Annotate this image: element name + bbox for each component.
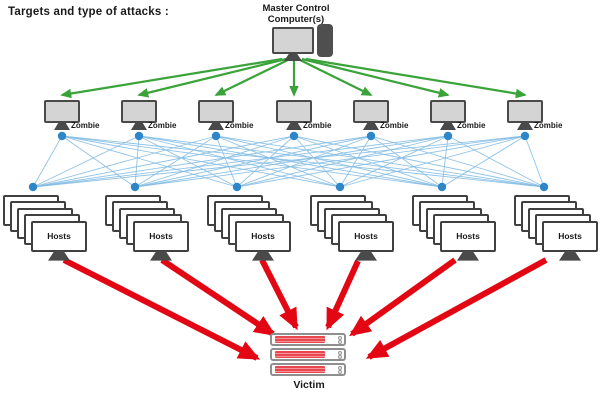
server-led — [338, 340, 342, 344]
zombie-monitor-icon — [44, 100, 80, 123]
host-monitor-icon: Hosts — [235, 220, 291, 252]
host-monitor-stand — [48, 250, 70, 261]
server-panel — [275, 336, 325, 343]
server-unit-icon — [270, 363, 346, 376]
server-led — [338, 365, 342, 370]
diagram-title: Targets and type of attacks : — [8, 6, 169, 18]
master-monitor-icon — [272, 27, 314, 54]
master-control-label: Master Control Computer(s) — [262, 3, 330, 26]
hosts-label: Hosts — [47, 230, 71, 241]
master-tower-icon — [317, 24, 333, 57]
hosts-label: Hosts — [354, 230, 378, 241]
server-panel — [275, 351, 325, 358]
zombie-label: Zombie — [534, 121, 563, 130]
server-panel — [275, 366, 325, 373]
host-monitor-icon: Hosts — [338, 220, 394, 252]
zombie-monitor-stand — [208, 122, 224, 130]
zombie-monitor-stand — [286, 122, 302, 130]
victim-label: Victim — [293, 379, 325, 391]
victim-node: Victim — [270, 333, 348, 391]
zombie-monitor-stand — [440, 122, 456, 130]
zombie-monitor-icon — [198, 100, 234, 123]
zombie-monitor-icon — [276, 100, 312, 123]
zombie-label: Zombie — [380, 121, 409, 130]
host-monitor-icon: Hosts — [31, 220, 87, 252]
zombie-monitor-icon — [353, 100, 389, 123]
zombie-monitor-stand — [131, 122, 147, 130]
host-monitor-stand — [457, 250, 479, 261]
zombie-monitor-icon — [507, 100, 543, 123]
master-monitor-stand — [284, 53, 302, 61]
hosts-label: Hosts — [456, 230, 480, 241]
victim-server-stack — [270, 333, 348, 376]
hosts-label: Hosts — [149, 230, 173, 241]
server-unit-icon — [270, 348, 346, 361]
zombie-monitor-icon — [430, 100, 466, 123]
hosts-label: Hosts — [558, 230, 582, 241]
host-monitor-stand — [252, 250, 274, 261]
hosts-label: Hosts — [251, 230, 275, 241]
zombie-monitor-icon — [121, 100, 157, 123]
host-monitor-icon: Hosts — [133, 220, 189, 252]
zombie-label: Zombie — [71, 121, 100, 130]
server-led — [338, 350, 342, 355]
zombie-monitor-stand — [54, 122, 70, 130]
server-led — [338, 335, 342, 340]
host-monitor-icon: Hosts — [542, 220, 598, 252]
host-monitor-stand — [355, 250, 377, 261]
zombie-label: Zombie — [457, 121, 486, 130]
server-led — [338, 355, 342, 359]
zombie-label: Zombie — [225, 121, 254, 130]
server-led — [338, 370, 342, 374]
zombie-monitor-stand — [363, 122, 379, 130]
host-monitor-icon: Hosts — [440, 220, 496, 252]
zombie-label: Zombie — [303, 121, 332, 130]
server-unit-icon — [270, 333, 346, 346]
zombie-label: Zombie — [148, 121, 177, 130]
host-monitor-stand — [559, 250, 581, 261]
zombie-monitor-stand — [517, 122, 533, 130]
host-monitor-stand — [150, 250, 172, 261]
